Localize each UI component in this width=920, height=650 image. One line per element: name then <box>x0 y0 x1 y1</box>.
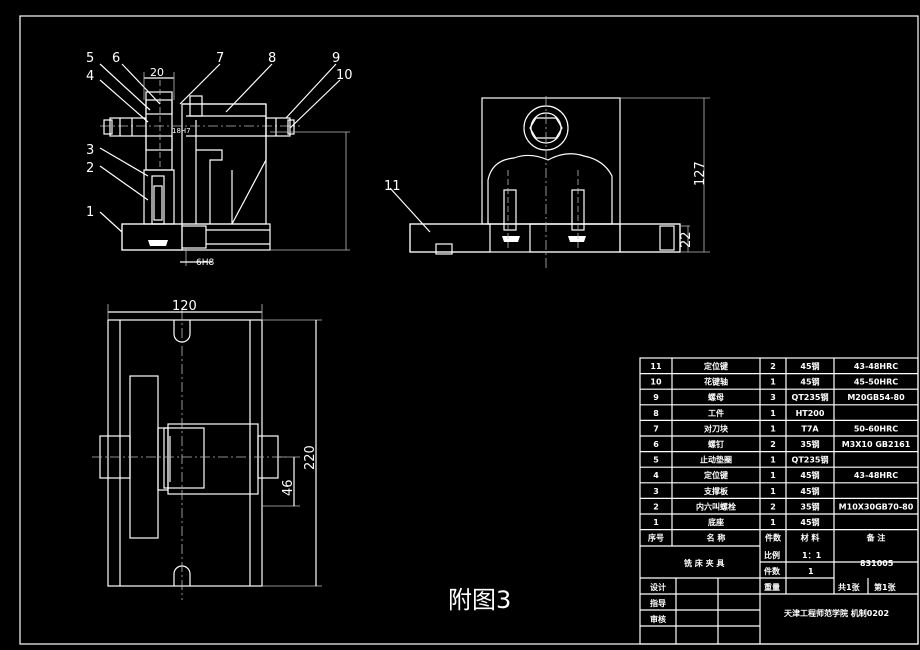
bom-row-name: 定位键 <box>703 470 728 480</box>
balloon-4: 4 <box>86 69 94 84</box>
bom-row-mat: 45钢 <box>800 517 819 527</box>
bom-count-label: 件数 <box>764 566 781 576</box>
bom-sheet-no: 第1张 <box>874 582 897 592</box>
side-view-labels: 11 127 22 <box>384 161 708 248</box>
bom-row-no: 11 <box>650 362 662 371</box>
balloon-8: 8 <box>268 51 276 66</box>
bom-row-mat: 45钢 <box>800 486 819 496</box>
bom-row-qty: 1 <box>770 409 776 418</box>
dim-127: 127 <box>693 161 708 186</box>
bom-row-name: 底座 <box>707 517 724 527</box>
bom-row-qty: 1 <box>770 456 776 465</box>
balloon-7: 7 <box>216 51 224 66</box>
bom-row-qty: 2 <box>770 502 776 511</box>
bom-row-note: M3X10 GB2161 <box>842 440 911 449</box>
side-view <box>389 96 710 270</box>
balloon-10: 10 <box>336 68 353 83</box>
bom-row-qty: 1 <box>770 424 776 433</box>
bom-row-no: 2 <box>653 502 659 511</box>
dim-6h8: 6H8 <box>196 258 214 268</box>
dim-22: 22 <box>679 231 694 248</box>
bom-scale-value: 1：1 <box>802 551 822 560</box>
bom-row-no: 4 <box>653 471 659 480</box>
bom-row-name: 螺钉 <box>708 439 724 449</box>
top-view <box>92 304 322 600</box>
balloon-3: 3 <box>86 143 94 158</box>
balloon-9: 9 <box>332 51 340 66</box>
bom-weight: 重量 <box>764 582 780 592</box>
bom-header-row-mat: 材 料 <box>801 533 820 543</box>
bom-header-row-note: 备 注 <box>866 533 886 543</box>
balloon-6: 6 <box>112 51 120 66</box>
balloon-2: 2 <box>86 161 94 176</box>
bom-row-note: M20GB54-80 <box>847 393 905 402</box>
balloon-5: 5 <box>86 51 94 66</box>
bom-row-qty: 1 <box>770 378 776 387</box>
bom-row-no: 9 <box>653 393 659 402</box>
bom-row-name: 工件 <box>708 408 724 418</box>
bom-row-mat: 35钢 <box>800 501 819 511</box>
bom-row-mat: T7A <box>801 424 819 433</box>
bom-row-note: 50-60HRC <box>854 424 898 433</box>
bom-row-qty: 1 <box>770 518 776 527</box>
bom-row-no: 6 <box>653 440 659 449</box>
bom-row-mat: 45钢 <box>800 361 819 371</box>
bom-row-no: 5 <box>653 456 659 465</box>
dim-18h7: 18H7 <box>172 127 191 135</box>
bom-sheets-total: 共1张 <box>838 582 861 592</box>
bom-row-mat: 35钢 <box>800 439 819 449</box>
dim-220: 220 <box>303 445 318 470</box>
bom-row-qty: 2 <box>770 440 776 449</box>
bom-row-note: M10X30GB70-80 <box>839 502 914 511</box>
bom-header-row-name: 名 称 <box>707 533 726 543</box>
bom-design: 设计 <box>650 582 666 592</box>
bom-row-mat: HT200 <box>796 409 825 418</box>
bom-row-note: 43-48HRC <box>854 471 898 480</box>
bom-school: 天津工程师范学院 机制0202 <box>784 608 889 618</box>
dim-46: 46 <box>281 479 296 496</box>
bom-row-mat: 45钢 <box>800 470 819 480</box>
dim-20: 20 <box>150 66 164 79</box>
balloon-1: 1 <box>86 205 94 220</box>
bom-header-row-qty: 件数 <box>765 533 782 543</box>
bom-row-no: 7 <box>653 424 659 433</box>
bom-title: 铣 床 夹 具 <box>684 558 724 568</box>
bom-row-mat: QT235钢 <box>792 392 829 402</box>
bom-row-qty: 3 <box>770 393 776 402</box>
figure-caption: 附图3 <box>448 586 511 614</box>
bom-row-name: 止动垫圈 <box>700 455 732 465</box>
balloon-11: 11 <box>384 179 401 194</box>
bom-guide: 指导 <box>650 598 666 608</box>
front-view <box>99 63 350 266</box>
bom-scale-label: 比例 <box>764 550 780 560</box>
bom-row-no: 1 <box>653 518 659 527</box>
bom-row-note: 45-50HRC <box>854 378 898 387</box>
bom-row-name: 支撑板 <box>703 486 729 496</box>
top-view-labels: 120 220 46 <box>172 299 318 496</box>
bom-drawing-no: 831005 <box>860 559 894 568</box>
bom-row-qty: 2 <box>770 362 776 371</box>
bom-row-qty: 1 <box>770 487 776 496</box>
dim-120: 120 <box>172 299 197 314</box>
bom-row-name: 内六叫螺栓 <box>696 501 736 511</box>
bom-row-no: 10 <box>650 378 662 387</box>
bom-row-qty: 1 <box>770 471 776 480</box>
bom-header-row-no: 序号 <box>648 533 664 543</box>
drawing-border <box>19 15 919 645</box>
bom-row-name: 螺母 <box>708 392 724 402</box>
bom-row-name: 定位键 <box>703 361 728 371</box>
bom-row-no: 3 <box>653 487 659 496</box>
bill-of-materials: 铣 床 夹 具 比例 1：1 件数 1 831005 设计 重量 共1张 第1张… <box>639 357 919 645</box>
front-view-labels: 5 4 6 7 8 9 10 3 2 1 20 18H7 6H8 <box>86 51 353 268</box>
bom-row-mat: QT235钢 <box>792 455 829 465</box>
bom-count-value: 1 <box>808 567 814 576</box>
bom-row-no: 8 <box>653 409 659 418</box>
bom-review: 审核 <box>650 614 666 624</box>
bom-row-mat: 45钢 <box>800 377 819 387</box>
bom-row-name: 对刀块 <box>704 423 729 433</box>
bom-row-note: 43-48HRC <box>854 362 898 371</box>
bom-row-name: 花键轴 <box>704 377 728 387</box>
